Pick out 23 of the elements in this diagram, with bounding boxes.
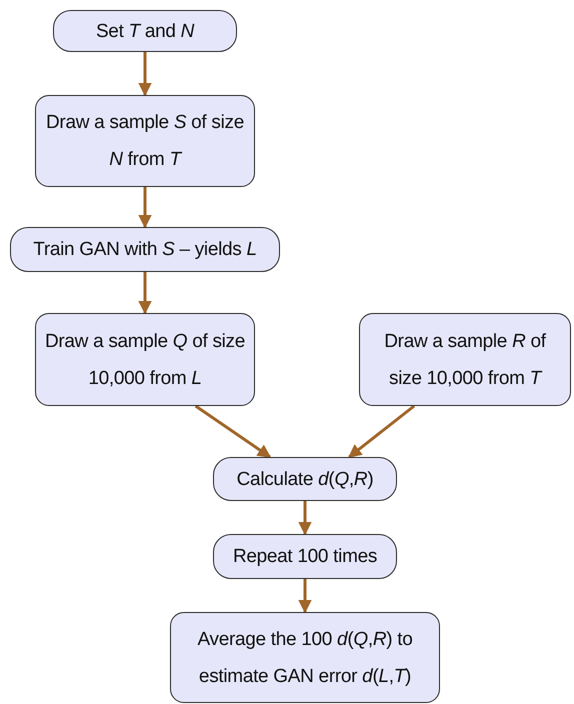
process-box bbox=[170, 612, 440, 703]
arrow bbox=[138, 187, 152, 228]
process-box bbox=[35, 313, 255, 406]
step-text: Calculate d(Q,R) bbox=[236, 468, 374, 492]
arrow bbox=[194, 404, 272, 458]
arrow bbox=[298, 579, 312, 614]
step-text: Train GAN with S – yields L bbox=[33, 238, 257, 262]
step-text: Draw a sample S of size N from T bbox=[45, 111, 245, 172]
arrow bbox=[348, 404, 416, 458]
process-box bbox=[35, 95, 255, 187]
step-text: Set T and N bbox=[96, 20, 194, 44]
process-box bbox=[53, 10, 237, 52]
process-box bbox=[213, 457, 397, 501]
step-text: Draw a sample Q of size 10,000 from L bbox=[44, 330, 246, 390]
arrow bbox=[138, 52, 152, 96]
step-text: Repeat 100 times bbox=[232, 545, 378, 569]
arrow bbox=[138, 272, 152, 314]
process-box bbox=[10, 227, 280, 272]
step-text: Draw a sample R of size 10,000 from T bbox=[383, 330, 547, 390]
step-text: Average the 100 d(Q,R) to estimate GAN error d(L,T) bbox=[196, 628, 414, 688]
process-box bbox=[359, 313, 571, 406]
process-box bbox=[213, 534, 397, 579]
arrow bbox=[298, 501, 312, 536]
